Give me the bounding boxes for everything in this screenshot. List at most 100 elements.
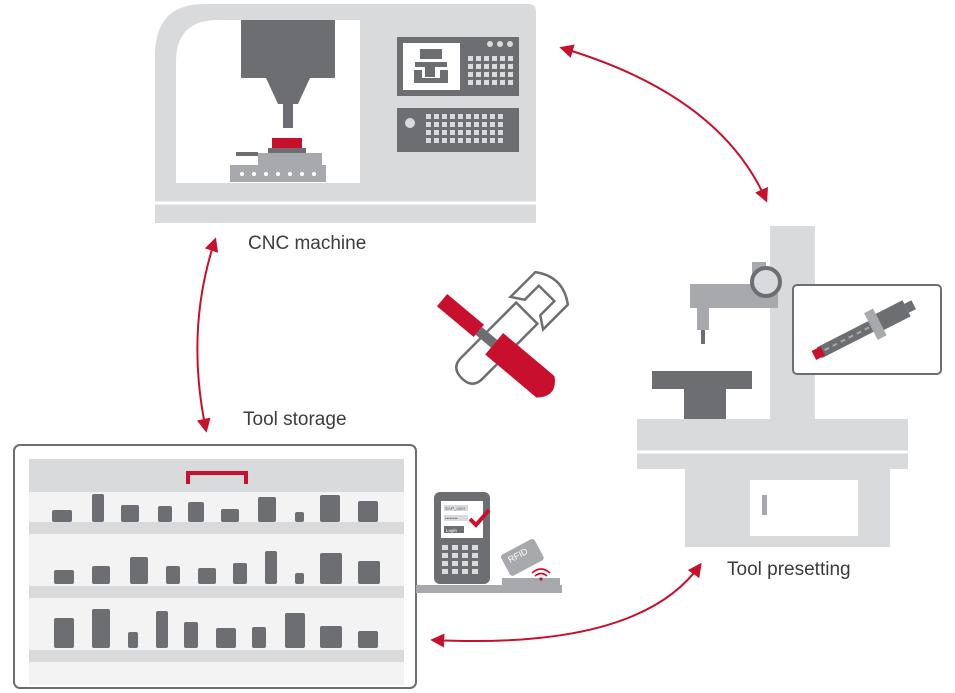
- key: [462, 569, 468, 574]
- terminal-user-field[interactable]: SAP_user: [445, 506, 466, 511]
- key: [500, 72, 505, 77]
- key: [500, 64, 505, 69]
- stored-tool: [130, 557, 148, 584]
- key: [500, 56, 505, 61]
- key: [490, 130, 495, 135]
- workpiece: [272, 138, 302, 151]
- checkmark-icon: [468, 508, 491, 528]
- key: [482, 130, 487, 135]
- key: [434, 138, 439, 143]
- key: [472, 561, 478, 566]
- spindle-head: [241, 20, 335, 78]
- key: [474, 122, 479, 127]
- key: [452, 561, 458, 566]
- key: [508, 80, 513, 85]
- key: [490, 138, 495, 143]
- key: [434, 122, 439, 127]
- stored-tool: [158, 506, 172, 522]
- key: [476, 80, 481, 85]
- key: [442, 545, 448, 550]
- key: [466, 122, 471, 127]
- stored-tool: [166, 566, 180, 584]
- stored-tool: [221, 509, 239, 522]
- key: [452, 553, 458, 558]
- key: [468, 56, 473, 61]
- key: [462, 545, 468, 550]
- stored-tool: [121, 505, 139, 522]
- arrow-cnc-storage: [196, 237, 219, 433]
- optic-camera: [750, 266, 782, 298]
- stored-tool: [52, 510, 72, 522]
- key: [472, 545, 478, 550]
- label-tool-storage: Tool storage: [243, 409, 347, 430]
- key: [498, 138, 503, 143]
- wireless-signal-icon: [534, 572, 548, 577]
- key: [500, 80, 505, 85]
- stored-tool: [156, 611, 168, 648]
- key: [484, 56, 489, 61]
- stored-tool: [92, 609, 110, 648]
- key: [434, 130, 439, 135]
- key: [426, 130, 431, 135]
- key: [472, 569, 478, 574]
- key: [450, 138, 455, 143]
- key: [508, 72, 513, 77]
- key: [462, 553, 468, 558]
- stored-tool: [54, 618, 74, 648]
- key: [458, 114, 463, 119]
- key: [482, 114, 487, 119]
- stored-tool: [216, 628, 236, 648]
- key: [462, 561, 468, 566]
- key: [442, 130, 447, 135]
- key: [484, 80, 489, 85]
- key: [492, 64, 497, 69]
- stored-tool: [188, 502, 204, 522]
- key: [450, 114, 455, 119]
- arrow-storage-presetting: [430, 562, 702, 648]
- stored-tool: [295, 512, 304, 522]
- stored-tool: [358, 561, 380, 584]
- key: [492, 80, 497, 85]
- key: [426, 114, 431, 119]
- tool-presetting-machine: [637, 226, 942, 547]
- stored-tool: [233, 563, 247, 584]
- tool-storage-cabinet: [13, 444, 417, 689]
- key: [482, 122, 487, 127]
- screwdriver-wrench-icon: [436, 270, 570, 398]
- key: [492, 56, 497, 61]
- key: [458, 122, 463, 127]
- stored-tool: [295, 573, 304, 584]
- key: [452, 545, 458, 550]
- key: [458, 130, 463, 135]
- key: [476, 72, 481, 77]
- key: [508, 64, 513, 69]
- key: [484, 64, 489, 69]
- key: [474, 138, 479, 143]
- key: [484, 72, 489, 77]
- key: [476, 64, 481, 69]
- label-cnc-machine: CNC machine: [248, 233, 367, 254]
- stored-tool: [358, 501, 378, 522]
- stored-tool: [265, 551, 277, 584]
- key: [434, 114, 439, 119]
- stored-tool: [92, 566, 110, 584]
- stored-tool: [198, 568, 216, 584]
- terminal-login-button[interactable]: Login: [446, 528, 458, 533]
- key: [482, 138, 487, 143]
- key: [474, 130, 479, 135]
- key: [452, 569, 458, 574]
- stored-tool: [128, 632, 138, 648]
- arrow-cnc-presetting: [559, 44, 768, 203]
- key: [442, 553, 448, 558]
- key: [474, 114, 479, 119]
- key: [490, 122, 495, 127]
- terminal-password-field[interactable]: ••••••••: [445, 516, 458, 521]
- key: [492, 72, 497, 77]
- key: [498, 114, 503, 119]
- key: [442, 114, 447, 119]
- cnc-machine: [155, 4, 536, 223]
- key: [490, 114, 495, 119]
- stored-tool: [258, 497, 276, 522]
- key: [450, 130, 455, 135]
- key: [426, 138, 431, 143]
